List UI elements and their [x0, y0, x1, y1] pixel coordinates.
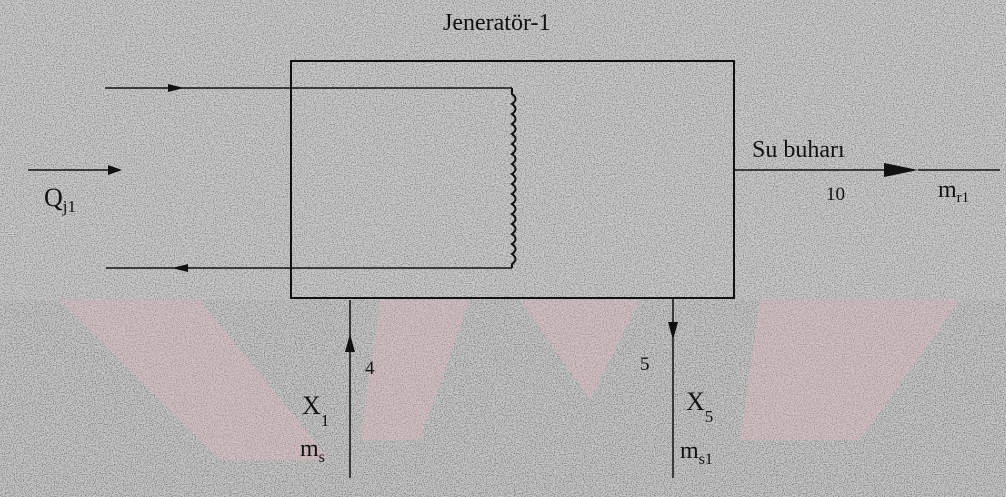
outlet-concentration-main: X [686, 387, 705, 416]
inlet-concentration-label: X1 [302, 391, 329, 430]
outlet-concentration-sub: 5 [705, 407, 714, 426]
generator-box [290, 60, 735, 299]
inlet-flow-label: ms [300, 436, 325, 466]
heat-input-label: Qj1 [44, 183, 76, 216]
inlet-concentration-main: X [302, 391, 321, 420]
inlet-flow-main: m [300, 436, 319, 462]
watermark [60, 300, 960, 460]
vapor-outlet-label: Su buharı [752, 137, 845, 163]
vapor-flow-main: m [938, 177, 957, 203]
inlet-flow-sub: s [319, 449, 325, 466]
vapor-arrow-icon [884, 163, 918, 177]
inlet-state-number: 4 [365, 358, 375, 379]
outlet-flow-sub: s1 [699, 451, 713, 468]
vapor-flow-label: mr1 [938, 177, 969, 206]
vapor-state-number: 10 [826, 184, 845, 205]
outlet-state-number: 5 [640, 354, 650, 375]
heat-input-sub: j1 [62, 197, 76, 216]
inlet-concentration-sub: 1 [321, 411, 330, 430]
outlet-flow-label: ms1 [680, 438, 713, 468]
return-arrow-icon [172, 264, 188, 272]
outlet-arrow-icon [668, 322, 678, 340]
vapor-flow-sub: r1 [957, 190, 970, 206]
supply-arrow-icon [168, 84, 184, 92]
outlet-concentration-label: X5 [686, 387, 713, 426]
diagram-title: Jeneratör-1 [443, 10, 550, 36]
heat-input-main: Q [44, 183, 63, 212]
top-lighter-band [0, 0, 1006, 300]
inlet-arrow-icon [345, 334, 355, 352]
heating-coil [510, 88, 517, 268]
outlet-flow-main: m [680, 438, 699, 464]
